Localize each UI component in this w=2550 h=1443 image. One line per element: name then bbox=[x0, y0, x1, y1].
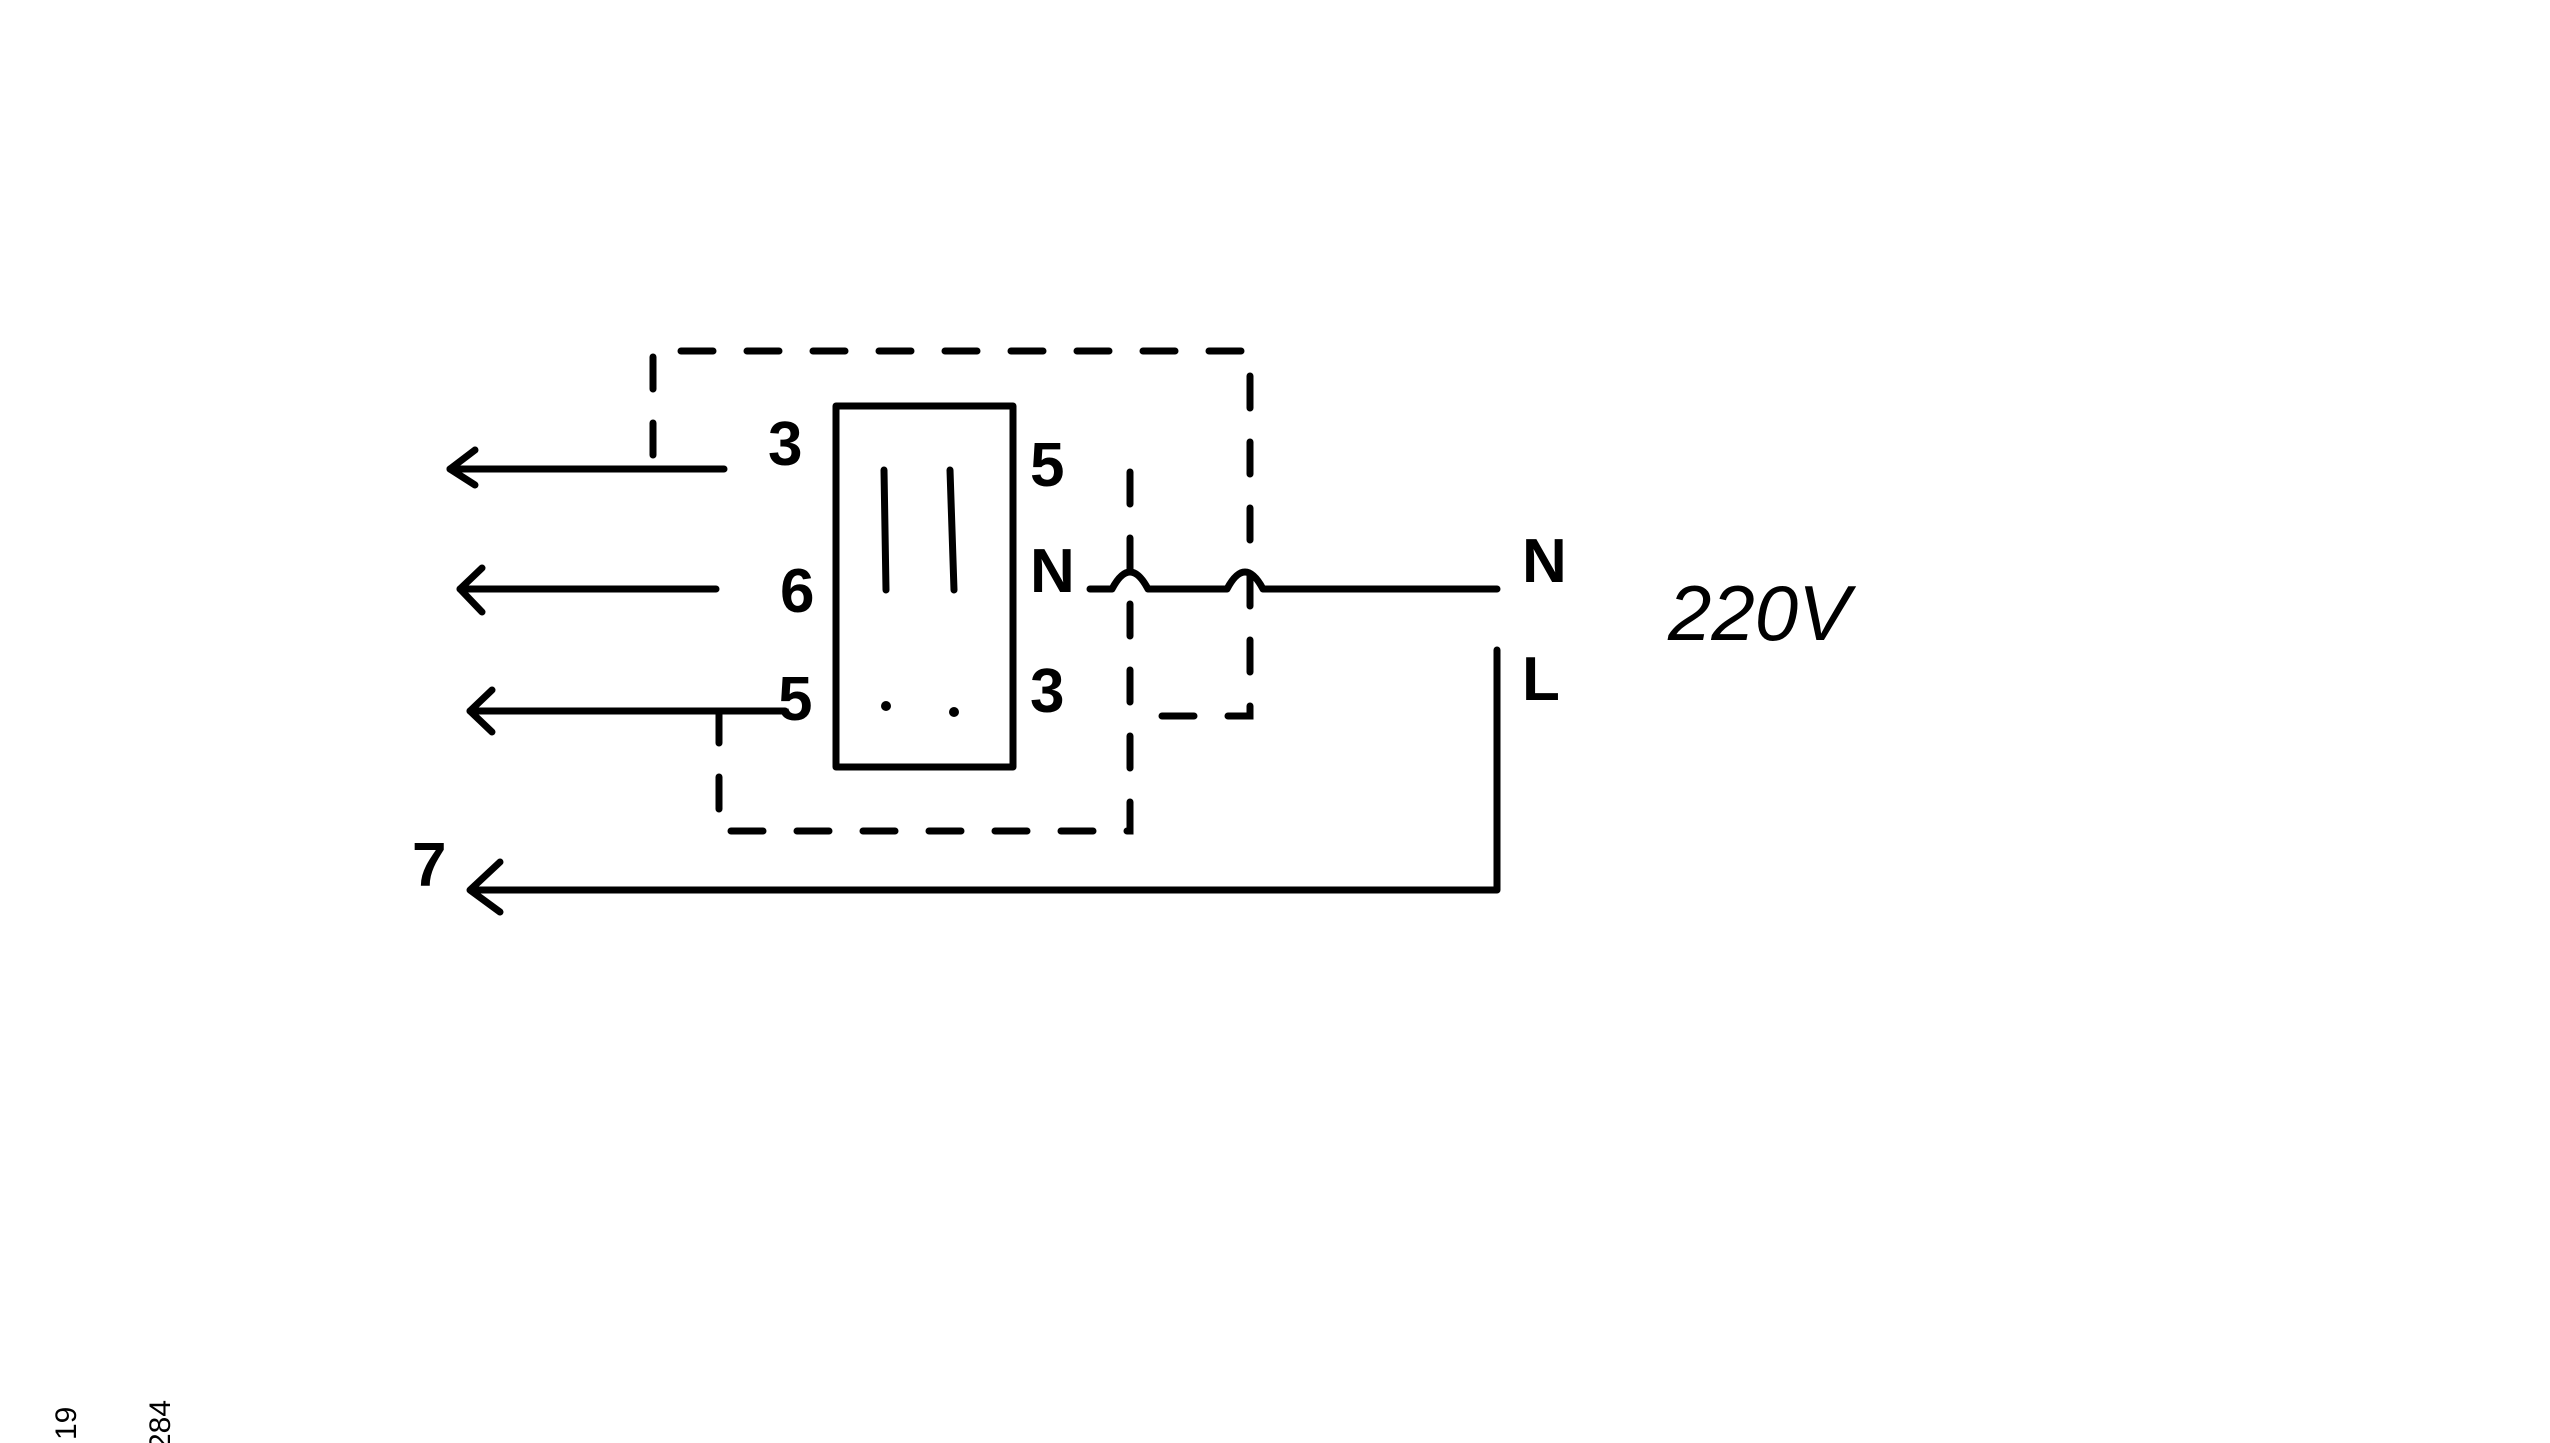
terminal-label-left-3: 3 bbox=[768, 410, 802, 479]
terminal-label-right-n: N bbox=[1030, 537, 1075, 606]
ground-label-7: 7 bbox=[412, 831, 446, 900]
terminal-label-right-3: 3 bbox=[1030, 657, 1064, 726]
supply-label-l: L bbox=[1522, 645, 1560, 714]
output-wire-5 bbox=[466, 686, 789, 736]
switch-contacts bbox=[880, 466, 959, 717]
voltage-label: 220V bbox=[1667, 569, 1857, 657]
output-wire-6 bbox=[456, 564, 720, 616]
dashed-enclosure-lower bbox=[715, 466, 1134, 835]
switch-body bbox=[832, 402, 1017, 771]
neutral-wire bbox=[1086, 568, 1501, 593]
terminal-label-left-5: 5 bbox=[778, 665, 812, 734]
live-ground-wire bbox=[466, 646, 1501, 916]
dashed-enclosure-upper bbox=[649, 347, 1254, 720]
output-wire-3 bbox=[446, 446, 728, 489]
terminal-label-left-6: 6 bbox=[780, 557, 814, 626]
supply-label-n: N bbox=[1522, 527, 1567, 596]
margin-number-284: 284 bbox=[144, 1400, 177, 1443]
margin-number-19: 19 bbox=[50, 1407, 83, 1440]
terminal-label-right-5: 5 bbox=[1030, 431, 1064, 500]
